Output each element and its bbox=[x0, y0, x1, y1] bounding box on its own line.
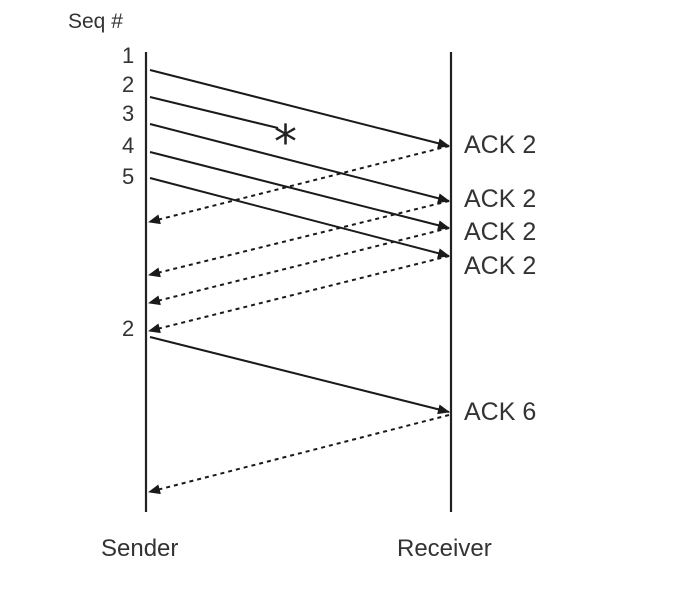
sender-label: Sender bbox=[101, 535, 178, 562]
segment-2-retransmit-arrow bbox=[149, 336, 450, 415]
segment-2-arrow-lost bbox=[149, 96, 279, 129]
ack-2-first-arrow bbox=[148, 145, 450, 225]
ack-label-3: ACK 2 bbox=[464, 218, 536, 246]
segment-4-arrow bbox=[149, 151, 450, 231]
ack-label-5: ACK 6 bbox=[464, 398, 536, 426]
ack-label-2: ACK 2 bbox=[464, 185, 536, 213]
ack-2-third-arrow bbox=[148, 227, 450, 306]
seq-number-4: 4 bbox=[122, 133, 134, 158]
seq-number-5: 5 bbox=[122, 164, 134, 189]
ack-label-1: ACK 2 bbox=[464, 131, 536, 159]
ack-6-arrow bbox=[148, 414, 450, 495]
ack-2-fourth-arrow bbox=[148, 255, 450, 334]
seq-number-2-retransmit: 2 bbox=[122, 316, 134, 341]
segment-3-arrow bbox=[149, 123, 450, 204]
seq-number-3: 3 bbox=[122, 101, 134, 126]
seq-number-header: Seq # bbox=[68, 10, 123, 33]
packet-loss-marker: * bbox=[274, 115, 297, 169]
ack-2-second-arrow bbox=[148, 200, 450, 278]
segment-1-arrow bbox=[149, 69, 450, 149]
segment-5-arrow bbox=[149, 177, 450, 259]
receiver-label: Receiver bbox=[397, 535, 492, 562]
seq-number-1: 1 bbox=[122, 43, 134, 68]
ack-label-4: ACK 2 bbox=[464, 252, 536, 280]
seq-number-2: 2 bbox=[122, 72, 134, 97]
